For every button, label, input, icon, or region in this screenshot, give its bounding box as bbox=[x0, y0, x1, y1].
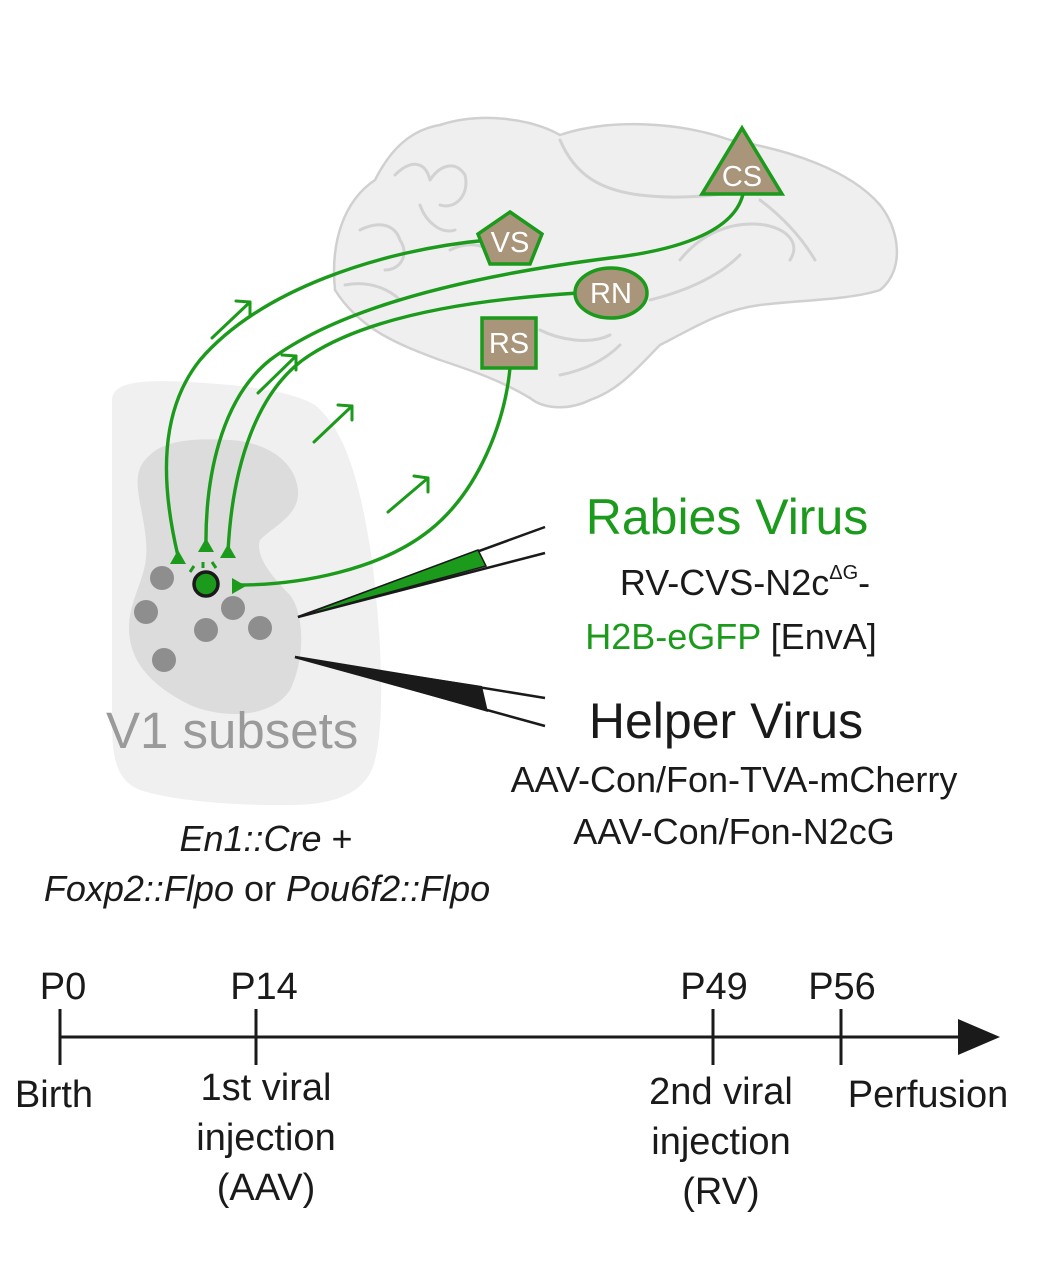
spinal-region-label: V1 subsets bbox=[106, 702, 358, 759]
genotype-or: or bbox=[234, 868, 286, 909]
tick-label-p0: P0 bbox=[40, 966, 86, 1008]
direction-arrow bbox=[312, 403, 354, 444]
rabies-construct-line-1: RV-CVS-N2cΔG- bbox=[620, 562, 870, 603]
direction-arrow bbox=[210, 299, 252, 340]
projection-paths bbox=[164, 186, 746, 594]
rabies-h2b-egfp: H2B-eGFP bbox=[585, 616, 760, 657]
node-rs: RS bbox=[480, 316, 538, 370]
tick-label-p49: P49 bbox=[680, 966, 748, 1008]
event-second-injection-line-3: (RV) bbox=[682, 1171, 759, 1213]
genotype-foxp2-flpo: Foxp2::Flpo bbox=[44, 868, 234, 909]
direction-arrow bbox=[256, 353, 298, 395]
helper-construct-line-2: AAV-Con/Fon-N2cG bbox=[573, 811, 894, 852]
rabies-dash: - bbox=[858, 562, 870, 603]
rabies-enva: [EnvA] bbox=[761, 616, 877, 657]
node-cs-label: CS bbox=[722, 161, 762, 193]
genotype-line-1: En1::Cre + bbox=[179, 818, 352, 859]
event-first-injection-line-2: injection bbox=[196, 1117, 335, 1159]
event-first-injection-line-3: (AAV) bbox=[217, 1167, 316, 1209]
tick-label-p56: P56 bbox=[808, 966, 876, 1008]
helper-pipette bbox=[294, 655, 546, 728]
direction-arrow bbox=[386, 474, 430, 514]
rabies-construct-name: RV-CVS-N2c bbox=[620, 562, 829, 603]
event-first-injection-line-1: 1st viral bbox=[201, 1067, 332, 1109]
event-second-injection-line-2: injection bbox=[651, 1121, 790, 1163]
timeline-arrowhead bbox=[958, 1019, 1000, 1055]
rabies-pipette bbox=[297, 525, 546, 619]
node-rs-label: RS bbox=[489, 328, 529, 360]
node-vs: VS bbox=[475, 209, 545, 266]
starter-cell bbox=[192, 570, 220, 598]
genotype-pou6f2-flpo: Pou6f2::Flpo bbox=[286, 868, 490, 909]
genotype-plus: + bbox=[322, 818, 353, 859]
event-birth: Birth bbox=[15, 1074, 93, 1116]
tick-label-p14: P14 bbox=[230, 966, 298, 1008]
node-vs-label: VS bbox=[491, 227, 530, 259]
direction-arrows bbox=[210, 299, 430, 514]
genotype-en1-cre: En1::Cre bbox=[179, 818, 321, 859]
node-rn: RN bbox=[573, 266, 649, 320]
event-perfusion: Perfusion bbox=[848, 1074, 1009, 1116]
helper-virus-title: Helper Virus bbox=[589, 693, 863, 749]
genotype-line-2: Foxp2::Flpo or Pou6f2::Flpo bbox=[44, 868, 490, 909]
helper-construct-line-1: AAV-Con/Fon-TVA-mCherry bbox=[511, 759, 958, 800]
event-second-injection-line-1: 2nd viral bbox=[649, 1071, 793, 1113]
timeline: P0 Birth P14 1st viral injection (AAV) P… bbox=[15, 966, 1008, 1213]
node-rn-label: RN bbox=[590, 278, 632, 310]
v1-cell-cluster bbox=[134, 566, 272, 672]
rabies-delta-g: ΔG bbox=[829, 562, 858, 584]
rabies-virus-title: Rabies Virus bbox=[586, 489, 869, 545]
rabies-construct-line-2: H2B-eGFP [EnvA] bbox=[585, 616, 876, 657]
brain-silhouette bbox=[332, 116, 899, 409]
node-cs: CS bbox=[698, 124, 786, 196]
